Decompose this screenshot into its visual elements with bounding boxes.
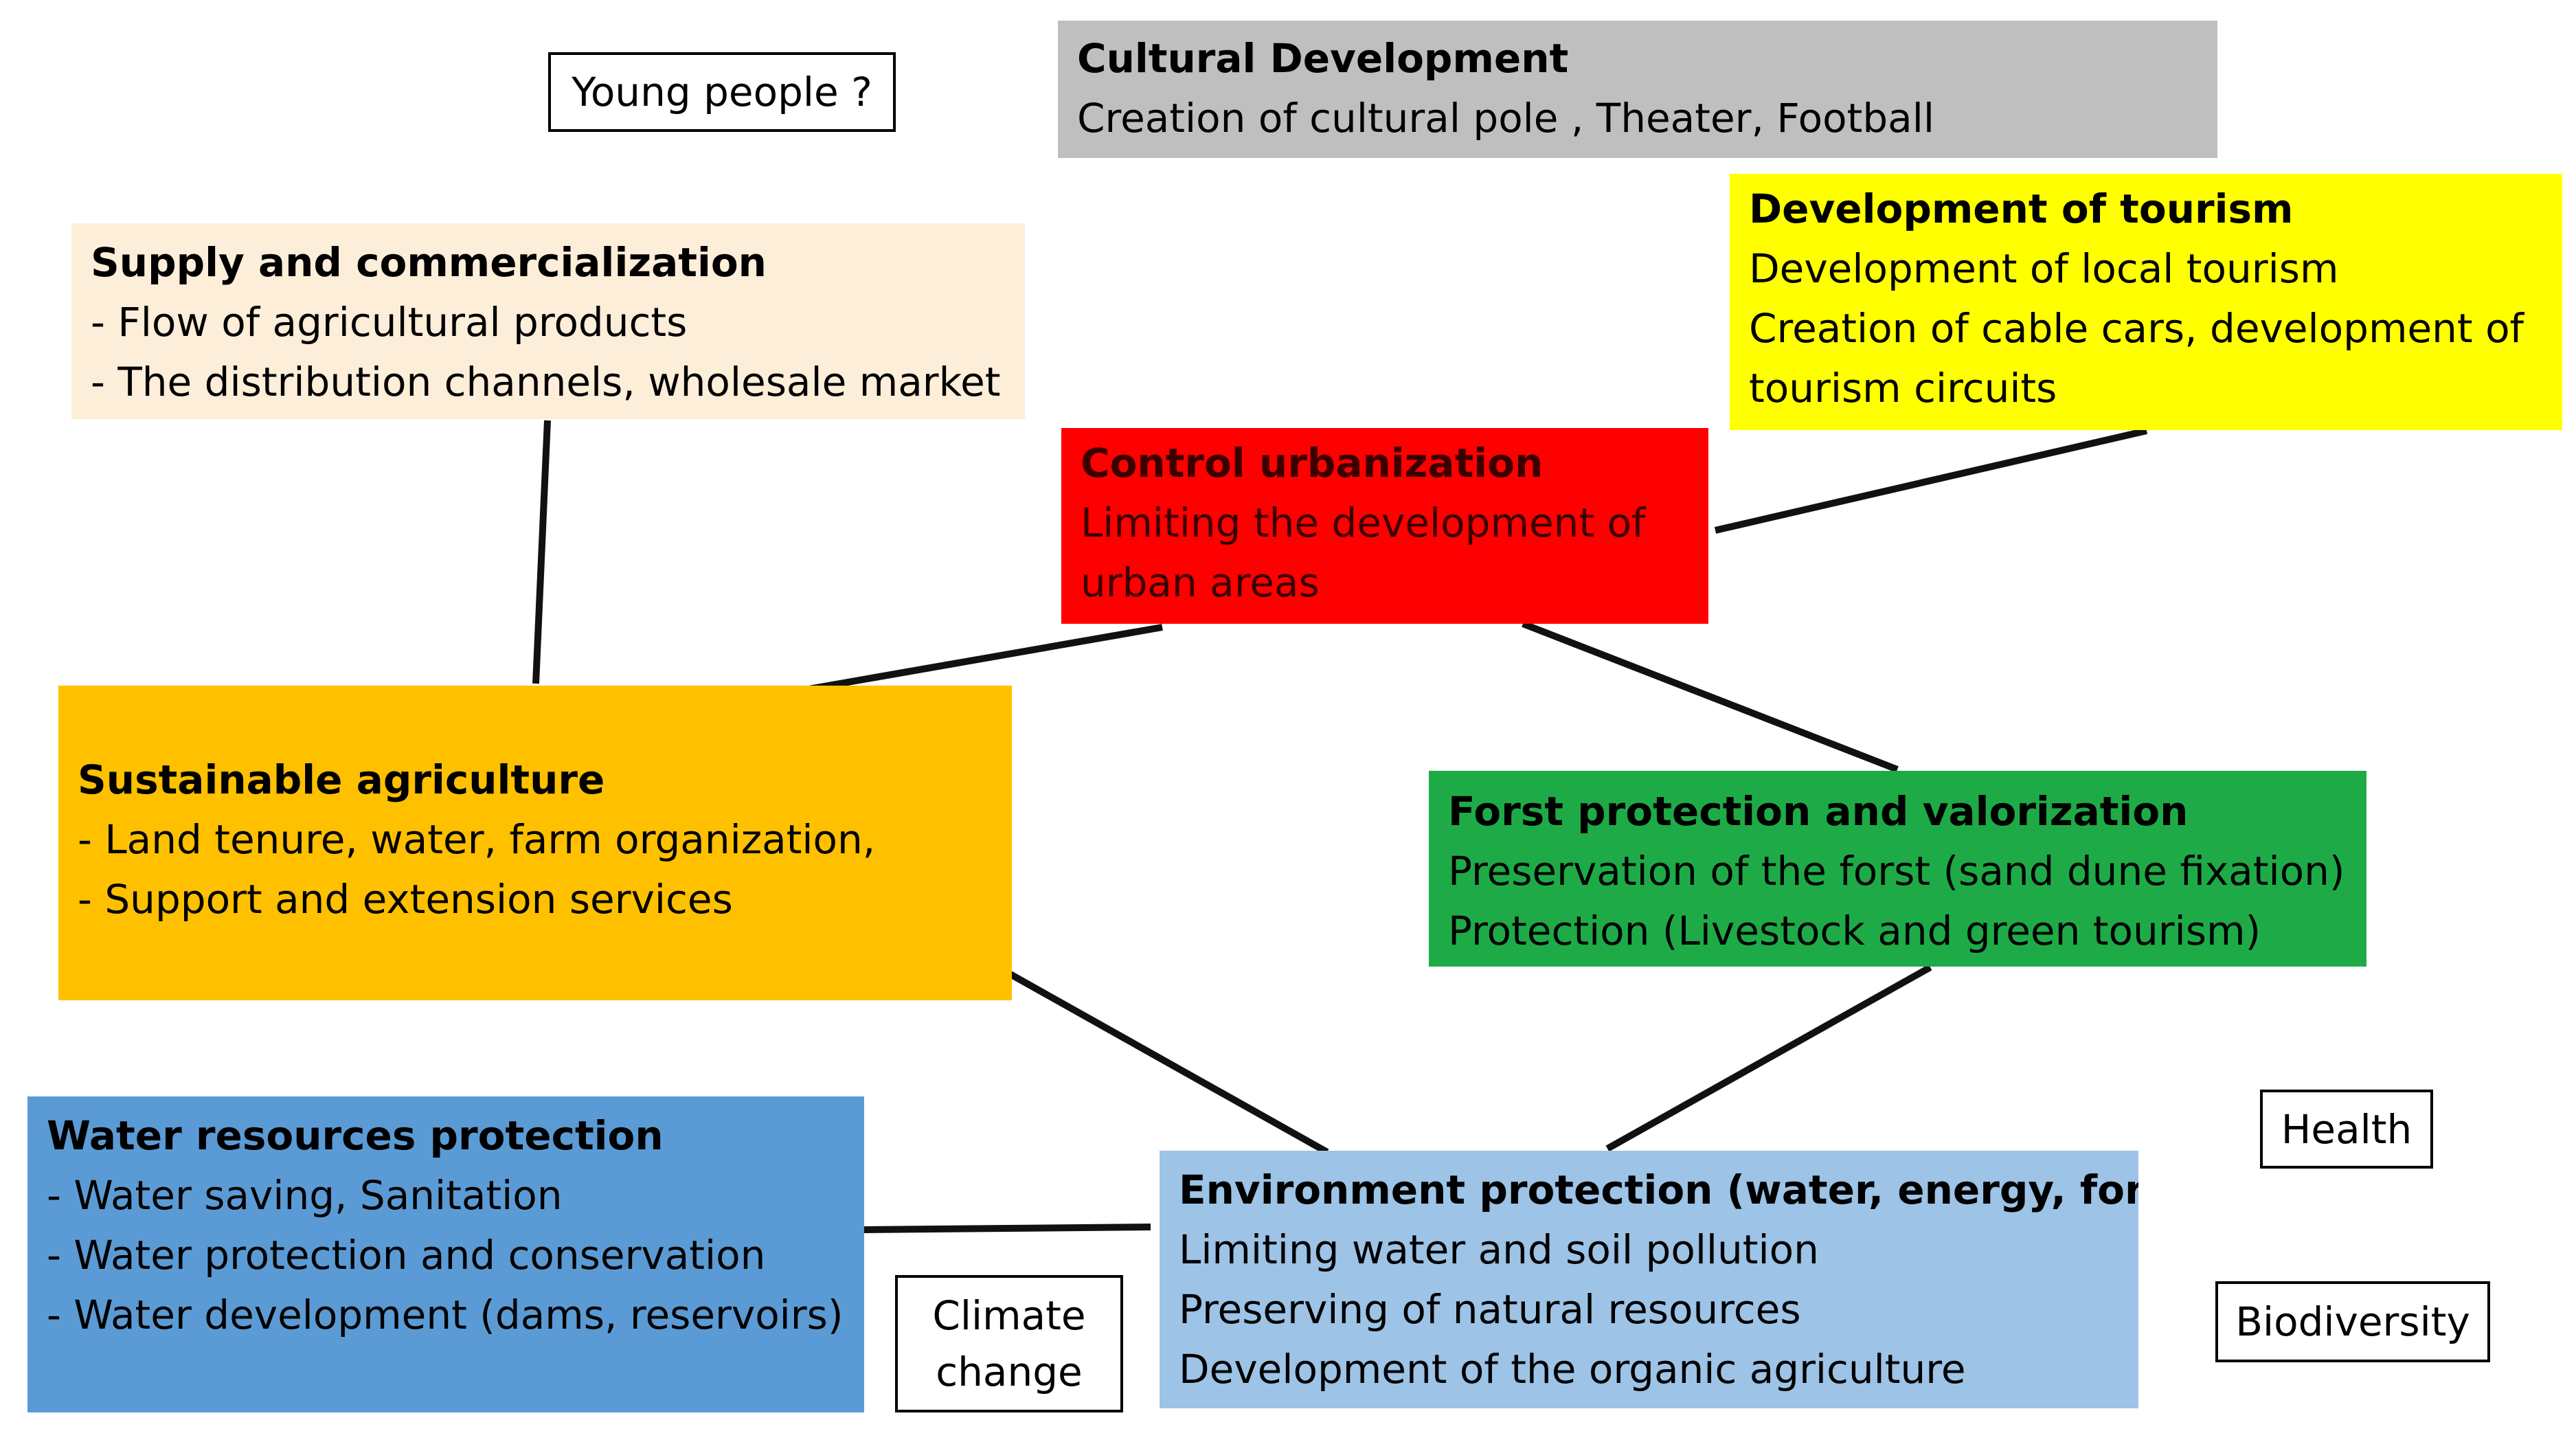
connector-agriculture-environment — [1001, 967, 1329, 1156]
environment-protection-title: Environment protection (water, energy, f… — [1179, 1167, 2138, 1213]
environment-protection-line-1: Limiting water and soil pollution — [1179, 1226, 1819, 1273]
young-people-label: Young people ? — [548, 52, 896, 132]
water-resources-line-2: - Water protection and conservation — [47, 1232, 766, 1278]
connector-water-environment — [863, 1224, 1151, 1233]
tourism-line-2: Creation of cable cars, development of — [1749, 305, 2524, 352]
forest-protection-line-2: Protection (Livestock and green tourism) — [1448, 908, 2261, 954]
climate-change-text-1: Climate — [932, 1292, 1086, 1339]
biodiversity-label: Biodiversity — [2215, 1281, 2490, 1362]
cultural-development-title: Cultural Development — [1077, 35, 1569, 82]
supply-commercialization-line-2: - The distribution channels, wholesale m… — [91, 359, 1001, 405]
environment-protection-line-3: Development of the organic agriculture — [1179, 1346, 1966, 1393]
biodiversity-text: Biodiversity — [2235, 1298, 2470, 1345]
forest-protection-line-1: Preservation of the forst (sand dune fix… — [1448, 848, 2345, 894]
sustainable-agriculture-line-2: - Support and extension services — [78, 876, 733, 923]
water-resources-box: Water resources protection - Water savin… — [27, 1096, 864, 1412]
connector-supply-agriculture — [532, 420, 551, 684]
forest-protection-title: Forst protection and valorization — [1448, 788, 2189, 835]
connector-agriculture-urbanization — [808, 624, 1163, 692]
young-people-text: Young people ? — [572, 69, 872, 115]
cultural-development-line-1: Creation of cultural pole , Theater, Foo… — [1077, 95, 1934, 142]
environment-protection-line-2: Preserving of natural resources — [1179, 1286, 1801, 1333]
supply-commercialization-title: Supply and commercialization — [91, 239, 767, 286]
climate-change-label: Climate change — [895, 1275, 1123, 1412]
control-urbanization-box: Control urbanization Limiting the develo… — [1061, 428, 1708, 624]
control-urbanization-line-1: Limiting the development of — [1081, 499, 1646, 546]
connector-forest-environment — [1605, 964, 1932, 1152]
control-urbanization-line-2: urban areas — [1081, 559, 1320, 606]
tourism-title: Development of tourism — [1749, 185, 2294, 232]
supply-commercialization-line-1: - Flow of agricultural products — [91, 299, 688, 346]
health-label: Health — [2260, 1090, 2433, 1169]
cultural-development-box: Cultural Development Creation of cultura… — [1058, 21, 2217, 158]
forest-protection-box: Forst protection and valorization Preser… — [1429, 771, 2366, 967]
environment-protection-box: Environment protection (water, energy, f… — [1160, 1151, 2138, 1408]
tourism-box: Development of tourism Development of lo… — [1730, 174, 2562, 430]
water-resources-title: Water resources protection — [47, 1112, 664, 1159]
sustainable-agriculture-box: Sustainable agriculture - Land tenure, w… — [58, 686, 1012, 1000]
climate-change-text-2: change — [936, 1349, 1083, 1395]
connector-urbanization-tourism — [1714, 427, 2148, 534]
tourism-line-3: tourism circuits — [1749, 365, 2057, 412]
supply-commercialization-box: Supply and commercialization - Flow of a… — [71, 223, 1025, 419]
water-resources-line-3: - Water development (dams, reservoirs) — [47, 1292, 844, 1338]
sustainable-agriculture-line-1: - Land tenure, water, farm organization, — [78, 816, 876, 863]
water-resources-line-1: - Water saving, Sanitation — [47, 1172, 563, 1219]
tourism-line-1: Development of local tourism — [1749, 245, 2339, 292]
connector-urbanization-forest — [1522, 620, 1899, 773]
sustainable-agriculture-title: Sustainable agriculture — [78, 756, 605, 803]
control-urbanization-title: Control urbanization — [1081, 440, 1544, 486]
health-text: Health — [2281, 1105, 2413, 1153]
